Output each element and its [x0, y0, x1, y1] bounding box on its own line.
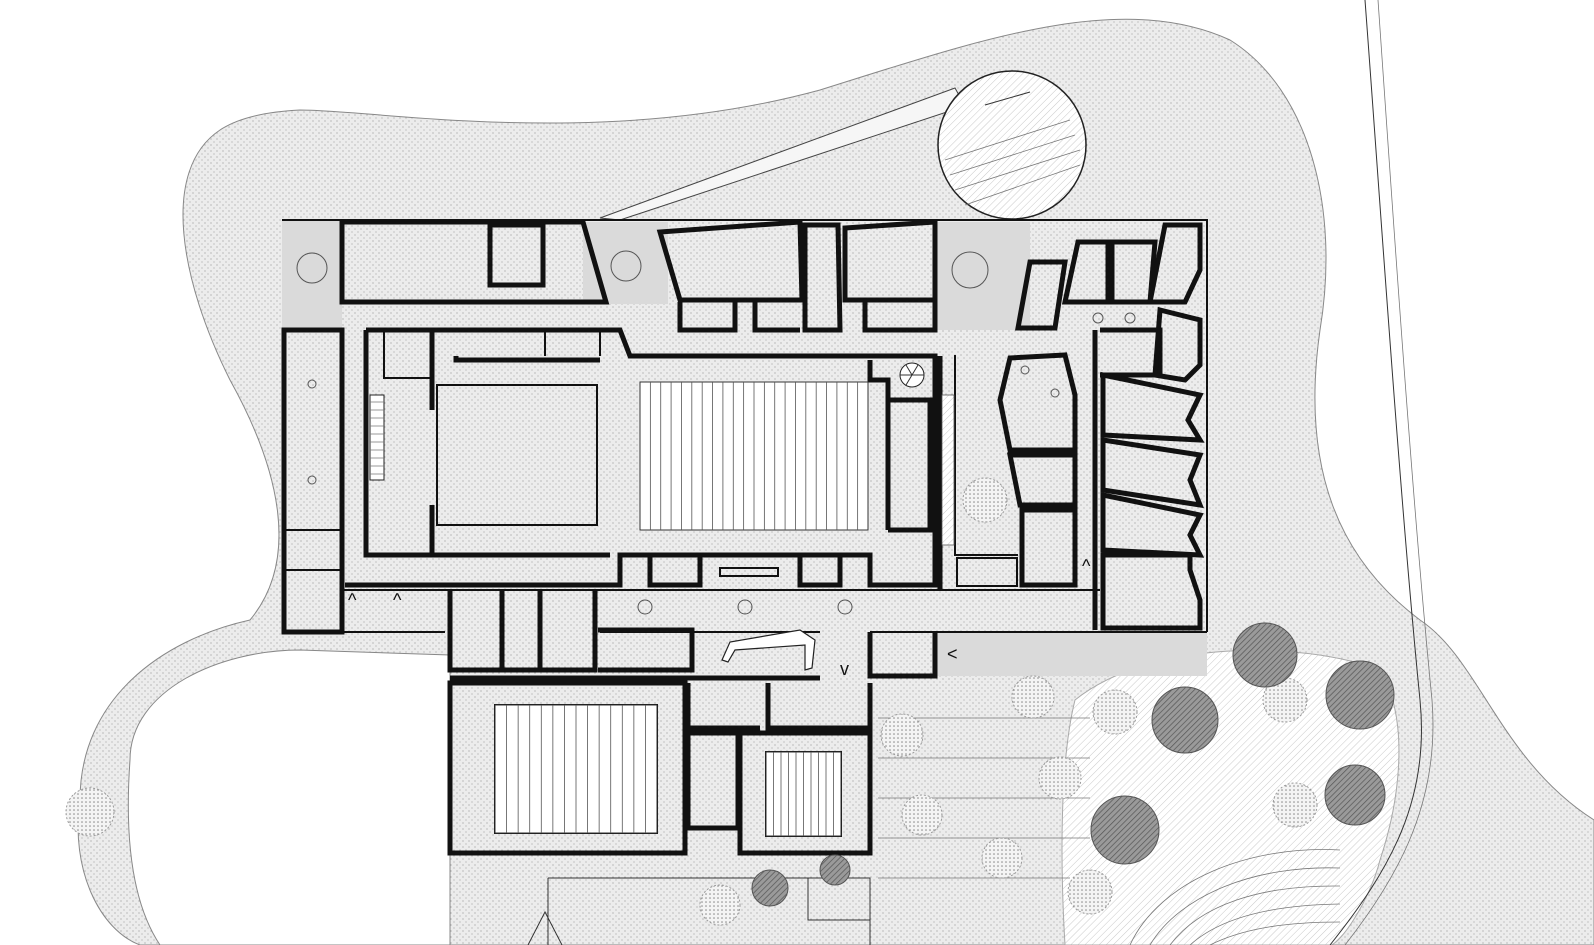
circular-plaza: [937, 70, 1087, 220]
column-marker: [307, 379, 317, 389]
lawn-area: [127, 649, 451, 945]
spiral-stair-icon: [899, 362, 925, 388]
trees: [65, 477, 1395, 926]
main-hall-seating: [639, 381, 869, 531]
column-marker: [837, 599, 853, 615]
tree-icon: [1325, 660, 1395, 730]
column-marker: [1092, 312, 1104, 324]
tree-icon: [1324, 764, 1386, 826]
svg-text:^: ^: [348, 590, 357, 610]
svg-text:v: v: [840, 659, 849, 679]
road-edge: [1344, 0, 1434, 945]
column-marker: [1050, 388, 1060, 398]
amphitheater-steps: [1129, 849, 1341, 945]
tree-icon: [1272, 782, 1318, 828]
column-marker: [951, 251, 989, 289]
roof-peak: [527, 910, 563, 945]
column-marker: [1124, 312, 1136, 324]
svg-text:<: <: [947, 644, 958, 664]
tree-icon: [819, 854, 851, 886]
tree-icon: [1262, 677, 1308, 723]
tree-icon: [880, 713, 924, 757]
column-marker: [296, 252, 328, 284]
column-marker: [737, 599, 753, 615]
tree-icon: [1090, 795, 1160, 865]
tree-icon: [901, 794, 943, 836]
svg-text:^: ^: [393, 590, 402, 610]
reception-counter: [721, 629, 816, 671]
column-marker: [637, 599, 653, 615]
courtyard-right: [935, 222, 1030, 330]
tree-icon: [751, 869, 789, 907]
column-marker: [1020, 365, 1030, 375]
tree-icon: [1092, 689, 1138, 735]
entrance-arrows: ^ ^ v < ^: [348, 556, 1091, 679]
tree-icon: [962, 477, 1008, 523]
tree-icon: [1232, 622, 1298, 688]
road-edge: [1329, 0, 1423, 945]
studio-seating: [765, 751, 842, 837]
small-hall-seating: [494, 704, 658, 834]
tree-icon: [981, 837, 1023, 879]
parking-lines: [547, 717, 1090, 945]
svg-text:^: ^: [1082, 556, 1091, 576]
stair: [369, 394, 385, 481]
tree-icon: [1011, 675, 1055, 719]
tree-icon: [699, 884, 741, 926]
courtyard-left: [282, 220, 342, 328]
entrance-terrace: [935, 632, 1207, 676]
tree-icon: [1151, 686, 1219, 754]
column-marker: [307, 475, 317, 485]
column-marker: [610, 250, 642, 282]
tree-icon: [65, 787, 115, 837]
tree-icon: [1067, 869, 1113, 915]
tree-icon: [1038, 756, 1082, 800]
ramp-stair: [941, 394, 955, 546]
